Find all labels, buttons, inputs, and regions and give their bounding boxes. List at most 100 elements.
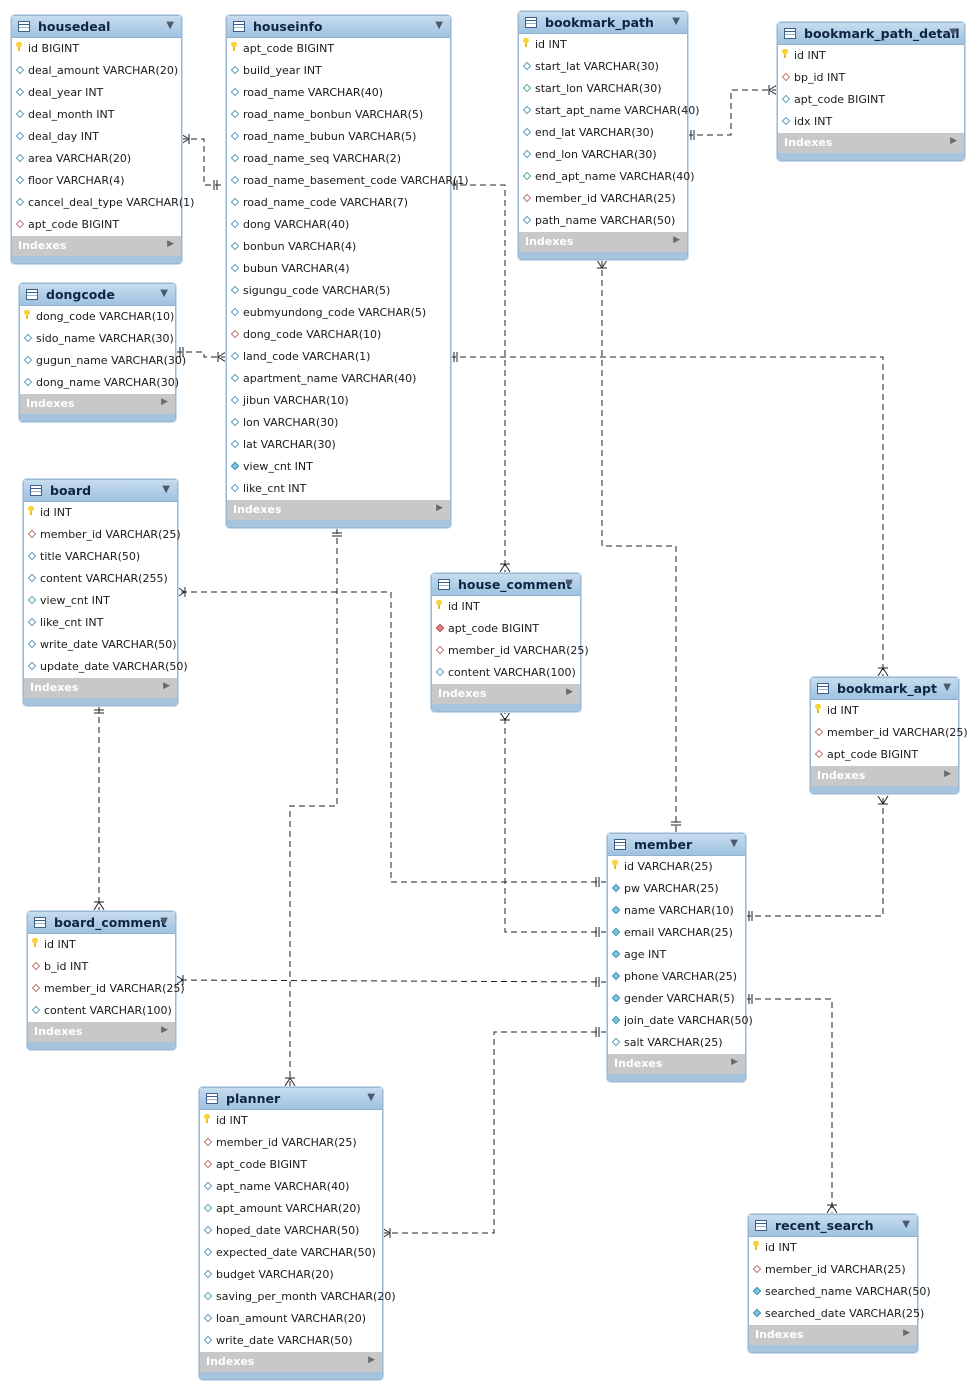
column-row[interactable]: bp_id INT xyxy=(778,67,964,89)
column-row[interactable]: start_lon VARCHAR(30) xyxy=(519,78,687,100)
column-row[interactable]: jibun VARCHAR(10) xyxy=(227,390,450,412)
column-row[interactable]: dong_code VARCHAR(10) xyxy=(20,306,175,328)
indexes-bar[interactable]: Indexes▶ xyxy=(24,678,177,698)
table-header[interactable]: bookmark_path▼ xyxy=(519,12,687,34)
table-header[interactable]: recent_search▼ xyxy=(749,1215,917,1237)
column-row[interactable]: member_id VARCHAR(25) xyxy=(432,640,589,662)
indexes-bar[interactable]: Indexes▶ xyxy=(227,500,450,520)
column-row[interactable]: path_name VARCHAR(50) xyxy=(519,210,687,232)
column-row[interactable]: member_id VARCHAR(25) xyxy=(28,978,185,1000)
column-row[interactable]: dong_code VARCHAR(10) xyxy=(227,324,450,346)
column-row[interactable]: member_id VARCHAR(25) xyxy=(519,188,687,210)
column-row[interactable]: gugun_name VARCHAR(30) xyxy=(20,350,186,372)
column-row[interactable]: lat VARCHAR(30) xyxy=(227,434,450,456)
table-header[interactable]: board▼ xyxy=(24,480,177,502)
expand-arrow-icon[interactable]: ▶ xyxy=(944,769,951,779)
column-row[interactable]: id INT xyxy=(24,502,177,524)
column-row[interactable]: view_cnt INT xyxy=(227,456,450,478)
collapse-arrow-icon[interactable]: ▼ xyxy=(672,16,680,27)
column-row[interactable]: apt_code BIGINT xyxy=(12,214,181,236)
column-row[interactable]: apartment_name VARCHAR(40) xyxy=(227,368,450,390)
collapse-arrow-icon[interactable]: ▼ xyxy=(166,20,174,31)
column-row[interactable]: dong VARCHAR(40) xyxy=(227,214,450,236)
column-row[interactable]: id INT xyxy=(200,1110,382,1132)
column-row[interactable]: budget VARCHAR(20) xyxy=(200,1264,382,1286)
column-row[interactable]: eubmyundong_code VARCHAR(5) xyxy=(227,302,450,324)
column-row[interactable]: deal_amount VARCHAR(20) xyxy=(12,60,181,82)
table-member[interactable]: member▼id VARCHAR(25)pw VARCHAR(25)name … xyxy=(607,833,753,1082)
column-row[interactable]: lon VARCHAR(30) xyxy=(227,412,450,434)
column-row[interactable]: end_lon VARCHAR(30) xyxy=(519,144,687,166)
indexes-bar[interactable]: Indexes▶ xyxy=(20,394,175,414)
column-row[interactable]: write_date VARCHAR(50) xyxy=(24,634,177,656)
collapse-arrow-icon[interactable]: ▼ xyxy=(367,1092,375,1103)
column-row[interactable]: apt_name VARCHAR(40) xyxy=(200,1176,382,1198)
expand-arrow-icon[interactable]: ▶ xyxy=(167,239,174,249)
column-row[interactable]: end_lat VARCHAR(30) xyxy=(519,122,687,144)
expand-arrow-icon[interactable]: ▶ xyxy=(163,681,170,691)
column-row[interactable]: bonbun VARCHAR(4) xyxy=(227,236,450,258)
table-header[interactable]: bookmark_path_detail▼ xyxy=(778,23,964,45)
column-row[interactable]: road_name_basement_code VARCHAR(1) xyxy=(227,170,469,192)
expand-arrow-icon[interactable]: ▶ xyxy=(436,503,443,513)
column-row[interactable]: update_date VARCHAR(50) xyxy=(24,656,188,678)
column-row[interactable]: id VARCHAR(25) xyxy=(608,856,745,878)
indexes-bar[interactable]: Indexes▶ xyxy=(200,1352,382,1372)
table-header[interactable]: dongcode▼ xyxy=(20,284,175,306)
column-row[interactable]: expected_date VARCHAR(50) xyxy=(200,1242,382,1264)
column-row[interactable]: land_code VARCHAR(1) xyxy=(227,346,450,368)
column-row[interactable]: end_apt_name VARCHAR(40) xyxy=(519,166,695,188)
column-row[interactable]: id INT xyxy=(749,1237,917,1259)
column-row[interactable]: join_date VARCHAR(50) xyxy=(608,1010,753,1032)
table-header[interactable]: planner▼ xyxy=(200,1088,382,1110)
expand-arrow-icon[interactable]: ▶ xyxy=(950,136,957,146)
column-row[interactable]: road_name_seq VARCHAR(2) xyxy=(227,148,450,170)
column-row[interactable]: saving_per_month VARCHAR(20) xyxy=(200,1286,396,1308)
column-row[interactable]: deal_month INT xyxy=(12,104,181,126)
column-row[interactable]: road_name_code VARCHAR(7) xyxy=(227,192,450,214)
column-row[interactable]: salt VARCHAR(25) xyxy=(608,1032,745,1054)
collapse-arrow-icon[interactable]: ▼ xyxy=(565,578,573,589)
table-header[interactable]: housedeal▼ xyxy=(12,16,181,38)
table-header[interactable]: board_comment▼ xyxy=(28,912,175,934)
indexes-bar[interactable]: Indexes▶ xyxy=(811,766,958,786)
column-row[interactable]: sigungu_code VARCHAR(5) xyxy=(227,280,450,302)
column-row[interactable]: dong_name VARCHAR(30) xyxy=(20,372,179,394)
column-row[interactable]: content VARCHAR(100) xyxy=(28,1000,175,1022)
expand-arrow-icon[interactable]: ▶ xyxy=(903,1328,910,1338)
column-row[interactable]: hoped_date VARCHAR(50) xyxy=(200,1220,382,1242)
collapse-arrow-icon[interactable]: ▼ xyxy=(902,1219,910,1230)
column-row[interactable]: idx INT xyxy=(778,111,964,133)
column-row[interactable]: write_date VARCHAR(50) xyxy=(200,1330,382,1352)
collapse-arrow-icon[interactable]: ▼ xyxy=(730,838,738,849)
column-row[interactable]: apt_code BIGINT xyxy=(432,618,580,640)
indexes-bar[interactable]: Indexes▶ xyxy=(778,133,964,153)
column-row[interactable]: loan_amount VARCHAR(20) xyxy=(200,1308,382,1330)
collapse-arrow-icon[interactable]: ▼ xyxy=(160,288,168,299)
column-row[interactable]: like_cnt INT xyxy=(24,612,177,634)
column-row[interactable]: id INT xyxy=(432,596,580,618)
indexes-bar[interactable]: Indexes▶ xyxy=(12,236,181,256)
column-row[interactable]: start_lat VARCHAR(30) xyxy=(519,56,687,78)
column-row[interactable]: apt_code BIGINT xyxy=(200,1154,382,1176)
collapse-arrow-icon[interactable]: ▼ xyxy=(943,682,951,693)
column-row[interactable]: view_cnt INT xyxy=(24,590,177,612)
column-row[interactable]: bubun VARCHAR(4) xyxy=(227,258,450,280)
column-row[interactable]: apt_code BIGINT xyxy=(227,38,450,60)
expand-arrow-icon[interactable]: ▶ xyxy=(566,687,573,697)
column-row[interactable]: start_apt_name VARCHAR(40) xyxy=(519,100,700,122)
column-row[interactable]: floor VARCHAR(4) xyxy=(12,170,181,192)
column-row[interactable]: id INT xyxy=(28,934,175,956)
column-row[interactable]: apt_amount VARCHAR(20) xyxy=(200,1198,382,1220)
table-header[interactable]: house_comment▼ xyxy=(432,574,580,596)
expand-arrow-icon[interactable]: ▶ xyxy=(731,1057,738,1067)
table-header[interactable]: bookmark_apt▼ xyxy=(811,678,958,700)
column-row[interactable]: age INT xyxy=(608,944,745,966)
expand-arrow-icon[interactable]: ▶ xyxy=(673,235,680,245)
